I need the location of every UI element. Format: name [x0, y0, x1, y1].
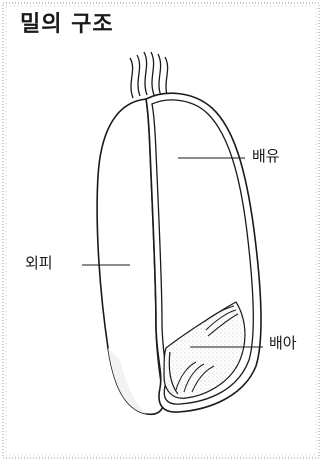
label-bran: 외피: [25, 256, 53, 271]
diagram-title: 밀의 구조: [20, 14, 114, 36]
label-germ: 배아: [269, 336, 297, 351]
label-endosperm: 배유: [252, 149, 280, 164]
kernel-brush-hairs: [130, 52, 168, 98]
